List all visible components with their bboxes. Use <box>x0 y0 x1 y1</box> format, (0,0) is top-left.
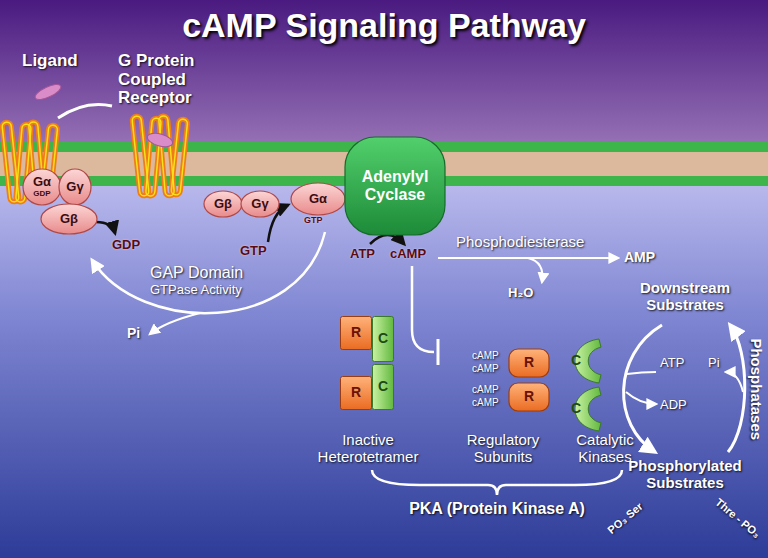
annotation-label: cAMP <box>472 363 499 374</box>
activation-bar <box>437 339 440 365</box>
pka-brace <box>372 470 622 495</box>
g-protein-subunit: Gβ <box>203 190 243 218</box>
extracellular-space <box>0 0 768 142</box>
annotation-label: cAMP <box>390 247 426 261</box>
node-label: R <box>524 389 534 404</box>
node-label: Gα <box>309 192 327 206</box>
node-label: C <box>571 353 581 368</box>
subunit-ellipse <box>59 169 91 205</box>
annotation-label: cAMP <box>472 350 499 361</box>
annotation-label: cAMP <box>472 397 499 408</box>
annotation-label: ADP <box>660 398 687 412</box>
subunit-box <box>341 317 372 350</box>
ligand-molecule <box>33 82 63 103</box>
node-label: R <box>524 355 534 370</box>
rounded-box <box>509 349 549 377</box>
protein-box: C <box>372 316 394 362</box>
protein-box: C <box>372 364 394 410</box>
bound-ligand <box>146 131 174 149</box>
gap-cycle-arrow <box>92 232 325 313</box>
annotation-label: AMP <box>624 250 655 265</box>
cytoplasm <box>0 186 768 558</box>
subunit-ellipse <box>23 169 61 205</box>
rounded-box <box>509 383 549 411</box>
protein-box: R <box>340 316 372 350</box>
node-label: R <box>351 385 361 400</box>
annotation-label: GTP <box>240 244 267 258</box>
annotation-label: cAMP <box>472 384 499 395</box>
annotation-label: Phosphorylated Substrates <box>620 458 750 491</box>
node-label: Gβ <box>60 212 78 226</box>
rounded-box <box>345 137 445 235</box>
protein-box: R <box>340 376 372 410</box>
subunit-ellipse <box>241 191 279 217</box>
subunit-ellipse <box>204 191 242 217</box>
water-arrow <box>528 258 542 282</box>
g-protein-subunit: Gγ <box>240 190 280 218</box>
annotation-label: Phosphatases <box>748 329 765 449</box>
pi-release-arrow <box>150 313 200 334</box>
annotation-label: GTP <box>304 216 323 226</box>
gdp-release-arrow <box>96 222 115 233</box>
node-label: C <box>378 331 388 346</box>
catalytic-subunit: C <box>566 338 602 384</box>
annotation-label: Ligand <box>22 52 78 71</box>
annotation-label: GDP <box>112 238 140 252</box>
catalytic-subunit: C <box>566 386 602 432</box>
annotation-label: G Protein Coupled Receptor <box>118 52 230 108</box>
pi-branch <box>726 372 743 392</box>
receptor-helices <box>132 116 188 197</box>
title: cAMP Signaling Pathway <box>0 6 768 45</box>
annotation-label: Inactive Heterotetramer <box>303 432 433 465</box>
binding-curve <box>58 105 112 119</box>
receptor-helices <box>132 116 188 197</box>
atp-branch <box>627 372 656 374</box>
g-protein-subunit: GαGDP <box>22 168 62 206</box>
protein-box: Adenylyl Cyclase <box>344 136 446 236</box>
annotation-label: ATP <box>350 247 375 261</box>
node-label: C <box>378 379 388 394</box>
annotation-label: GTPase Activity <box>150 283 242 297</box>
node-label: C <box>571 401 581 416</box>
annotation-label: GAP Domain <box>150 264 243 282</box>
annotation-label: Pi <box>708 356 720 370</box>
annotation-label: ATP <box>660 356 684 370</box>
subunit-box <box>373 317 394 362</box>
adp-branch <box>626 392 656 404</box>
node-label: Adenylyl Cyclase <box>344 168 446 203</box>
protein-box: R <box>508 382 550 412</box>
node-sublabel: GDP <box>33 190 50 199</box>
node-label: Gγ <box>251 197 268 211</box>
node-label: Gβ <box>214 197 232 211</box>
node-label: R <box>351 325 361 340</box>
subunit-ellipse <box>291 183 345 215</box>
annotation-label: Regulatory Subunits <box>453 432 553 465</box>
subunit-box <box>341 377 372 410</box>
annotation-label: Downstream Substrates <box>625 280 745 313</box>
subunit-ellipse <box>41 204 97 234</box>
subunit-box <box>373 365 394 410</box>
g-protein-subunit: Gβ <box>40 203 98 235</box>
g-protein-subunit: Gα <box>290 182 346 216</box>
annotation-label: Phosphodiesterase <box>456 234 584 251</box>
atp-conversion-arrow <box>370 235 404 244</box>
annotation-label: PKA (Protein Kinase A) <box>387 500 607 518</box>
activation-line <box>412 266 434 352</box>
protein-box: R <box>508 348 550 378</box>
annotation-label: H₂O <box>508 286 533 300</box>
annotation-label: Pi <box>127 326 140 341</box>
node-label: Gα <box>33 175 51 189</box>
node-label: Gγ <box>66 180 83 194</box>
g-protein-subunit: Gγ <box>58 168 92 206</box>
